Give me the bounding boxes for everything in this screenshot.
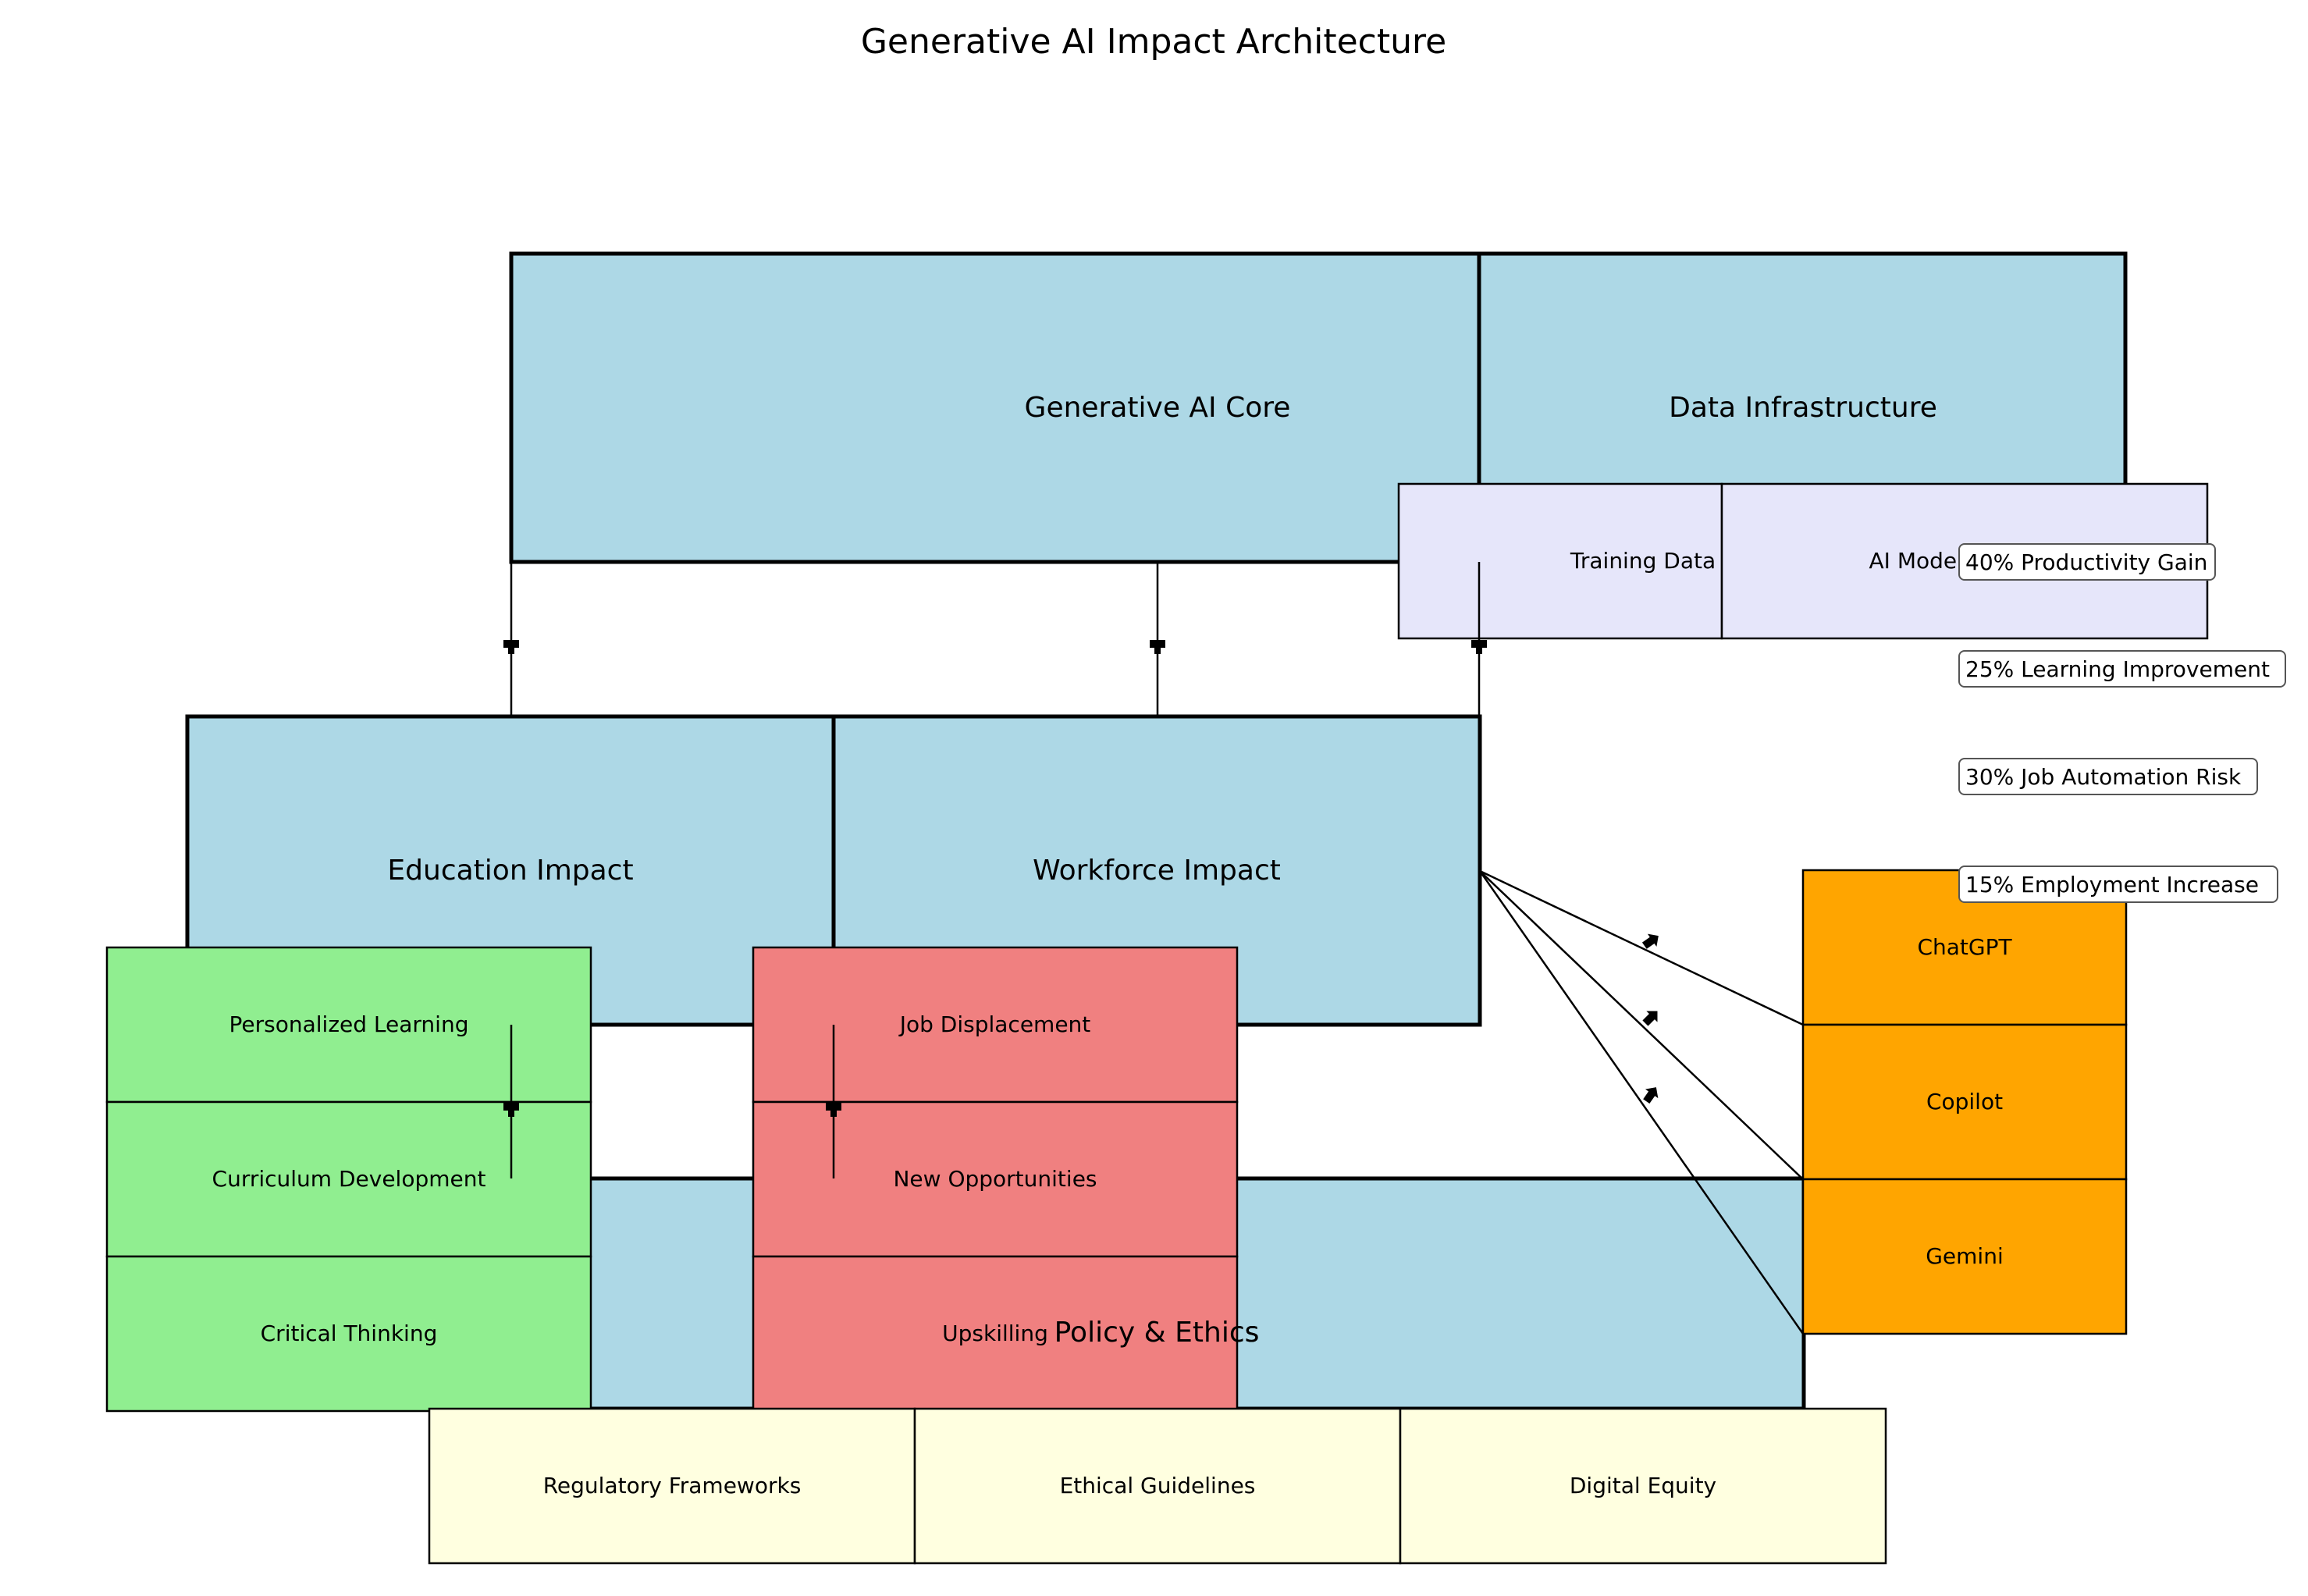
core-arrows	[503, 562, 1487, 716]
node-label: Generative AI Core	[1025, 392, 1291, 424]
sub-label: Regulatory Frameworks	[543, 1473, 802, 1498]
stat-productivity: 40% Productivity Gain	[1958, 543, 2216, 581]
sub-label: Training Data	[1570, 548, 1716, 574]
sub-job-displacement[interactable]: Job Displacement	[752, 946, 1239, 1104]
stat-automation: 30% Job Automation Risk	[1958, 758, 2258, 795]
policy-arrows	[503, 1025, 841, 1178]
sub-training-data[interactable]: Training Data	[1397, 482, 1723, 640]
sub-label: Digital Equity	[1570, 1473, 1716, 1498]
sub-ethical-guidelines[interactable]: Ethical Guidelines	[913, 1407, 1402, 1565]
tool-label: Gemini	[1926, 1243, 2004, 1269]
sub-curriculum-development[interactable]: Curriculum Development	[105, 1100, 592, 1258]
connector-workforce-chatgpt	[1479, 869, 1804, 1026]
sub-label: New Opportunities	[893, 1166, 1097, 1192]
arrowhead-icon	[826, 1103, 841, 1117]
sub-upskilling[interactable]: Upskilling	[752, 1255, 1239, 1413]
tool-gemini[interactable]: Gemini	[1801, 1178, 2128, 1335]
tool-copilot[interactable]: Copilot	[1801, 1023, 2128, 1181]
sub-new-opportunities[interactable]: New Opportunities	[752, 1100, 1239, 1258]
arrowhead-icon	[1643, 1087, 1659, 1104]
stat-employment: 15% Employment Increase	[1958, 866, 2278, 903]
sub-personalized-learning[interactable]: Personalized Learning	[105, 946, 592, 1104]
sub-critical-thinking[interactable]: Critical Thinking	[105, 1255, 592, 1413]
stat-label: 40% Productivity Gain	[1965, 549, 2207, 575]
node-label: Education Impact	[387, 855, 633, 887]
node-label: Data Infrastructure	[1669, 392, 1937, 424]
arrowhead-icon	[1471, 640, 1487, 654]
education-subcomponents: Personalized Learning Curriculum Develop…	[105, 946, 592, 1413]
sub-label: Job Displacement	[898, 1011, 1091, 1037]
arrowhead-icon	[1642, 1011, 1658, 1026]
policy-label-overlay: Policy & Ethics	[1054, 1317, 1260, 1349]
sub-digital-equity[interactable]: Digital Equity	[1399, 1407, 1887, 1565]
node-label: Workforce Impact	[1033, 855, 1281, 887]
node-generative-ai-core[interactable]: Generative AI Core	[509, 251, 1481, 564]
policy-subcomponents: Regulatory Frameworks Ethical Guidelines…	[428, 1407, 1887, 1565]
sub-label: Curriculum Development	[212, 1166, 486, 1192]
tools-stack: ChatGPT Copilot Gemini	[1801, 869, 2128, 1335]
sub-label: Personalized Learning	[229, 1011, 469, 1037]
sub-label: Critical Thinking	[261, 1321, 438, 1346]
sub-label: Ethical Guidelines	[1060, 1473, 1256, 1498]
connector-workforce-copilot	[1479, 870, 1804, 1180]
tool-label: ChatGPT	[1917, 934, 2012, 960]
stat-label: 25% Learning Improvement	[1965, 656, 2270, 682]
arrowhead-icon	[503, 1103, 519, 1117]
connector-workforce-gemini	[1478, 870, 1805, 1335]
stat-label: 15% Employment Increase	[1965, 872, 2259, 898]
sub-label: Upskilling	[942, 1321, 1048, 1346]
stat-learning: 25% Learning Improvement	[1958, 650, 2286, 688]
sub-regulatory-frameworks[interactable]: Regulatory Frameworks	[428, 1407, 916, 1565]
stat-label: 30% Job Automation Risk	[1965, 764, 2242, 790]
arrowhead-icon	[503, 640, 519, 654]
diagram-title: Generative AI Impact Architecture	[861, 22, 1446, 62]
tool-connectors	[1478, 869, 1805, 1335]
stat-callouts: 40% Productivity Gain 25% Learning Impro…	[1958, 543, 2286, 903]
sub-label: AI Models	[1869, 548, 1975, 574]
arrowhead-icon	[1641, 933, 1659, 949]
arrowhead-icon	[1150, 640, 1165, 654]
tool-label: Copilot	[1926, 1089, 2003, 1114]
